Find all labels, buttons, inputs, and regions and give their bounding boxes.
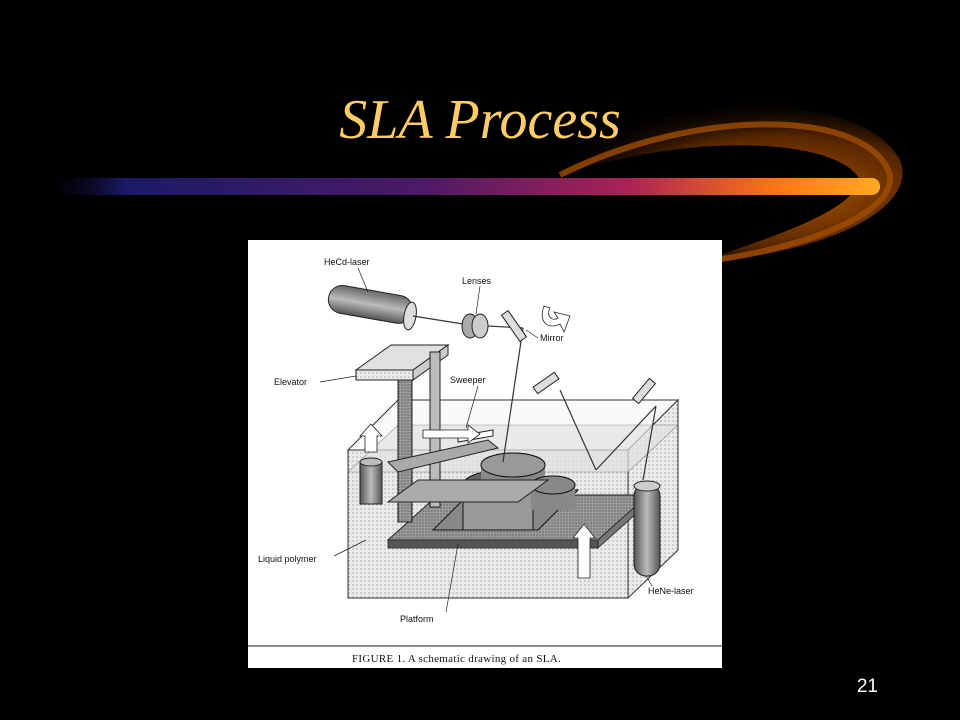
figure-caption: FIGURE 1. A schematic drawing of an SLA.: [352, 653, 561, 665]
label-lenses: Lenses: [462, 276, 492, 286]
rotate-arrow: [541, 305, 571, 333]
label-mirror: Mirror: [540, 333, 564, 343]
swoosh-glow: [500, 105, 903, 262]
label-platform: Platform: [400, 614, 434, 624]
hene-laser: [633, 480, 661, 577]
mirror-top: [500, 309, 528, 343]
slide-title: SLA Process: [339, 89, 621, 151]
label-elevator: Elevator: [274, 377, 307, 387]
label-hecd-laser: HeCd-laser: [324, 257, 370, 267]
page-number: 21: [856, 676, 878, 697]
swoosh-bar: [40, 178, 880, 195]
sla-schematic-figure: HeCd-laser Lenses Mirror Elevator Sweepe…: [248, 240, 722, 668]
left-weight-cylinder: [359, 423, 383, 505]
lenses: [461, 313, 489, 339]
elevator: [354, 344, 550, 523]
up-arrow: [572, 523, 596, 579]
label-sweeper: Sweeper: [450, 375, 486, 385]
hecd-laser: [327, 284, 417, 331]
laser-beams: [412, 315, 657, 481]
mirror-left: [532, 371, 560, 395]
label-hene-laser: HeNe-laser: [648, 586, 694, 596]
swoosh-arc: [558, 121, 894, 265]
label-liquid-polymer: Liquid polymer: [258, 554, 317, 564]
mirror-right: [631, 377, 657, 405]
leader-lines: [319, 267, 653, 613]
sweeper: [387, 424, 500, 473]
